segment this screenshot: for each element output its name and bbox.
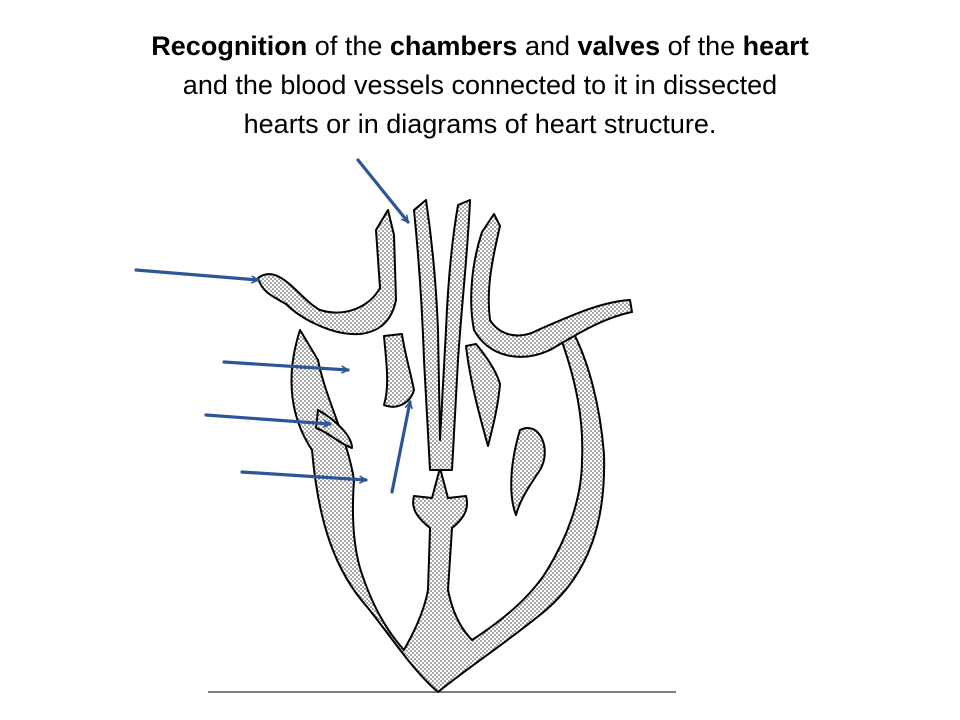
mitral-valve: [465, 343, 501, 447]
title-text: of the: [660, 31, 743, 61]
title-word-recognition: Recognition: [151, 31, 308, 61]
title-word-valves: valves: [577, 31, 661, 61]
arrow-center-up: [390, 400, 410, 494]
slide-title: Recognition of the chambers and valves o…: [40, 27, 920, 144]
atrial-septum: [383, 333, 415, 408]
aorta: [413, 199, 471, 471]
heart-outline: [257, 199, 633, 693]
heart-wall: [290, 329, 606, 693]
arrows: [134, 158, 410, 494]
pulmonary-artery: [470, 213, 633, 358]
title-word-chambers: chambers: [389, 31, 518, 61]
arrow-top: [356, 158, 410, 224]
arrow-lower-left: [204, 413, 332, 424]
arrow-bottom-left: [240, 470, 368, 480]
tricuspid-valve: [315, 409, 353, 449]
arrow-mid-left: [222, 360, 350, 370]
vena-cava: [257, 209, 397, 336]
title-word-heart: heart: [742, 31, 809, 61]
arrow-upper-left: [134, 268, 260, 280]
title-line-1: Recognition of the chambers and valves o…: [40, 27, 920, 66]
title-text: and: [517, 31, 578, 61]
title-line-3: hearts or in diagrams of heart structure…: [243, 109, 717, 139]
title-line-2: and the blood vessels connected to it in…: [182, 70, 778, 100]
title-text: of the: [307, 31, 390, 61]
